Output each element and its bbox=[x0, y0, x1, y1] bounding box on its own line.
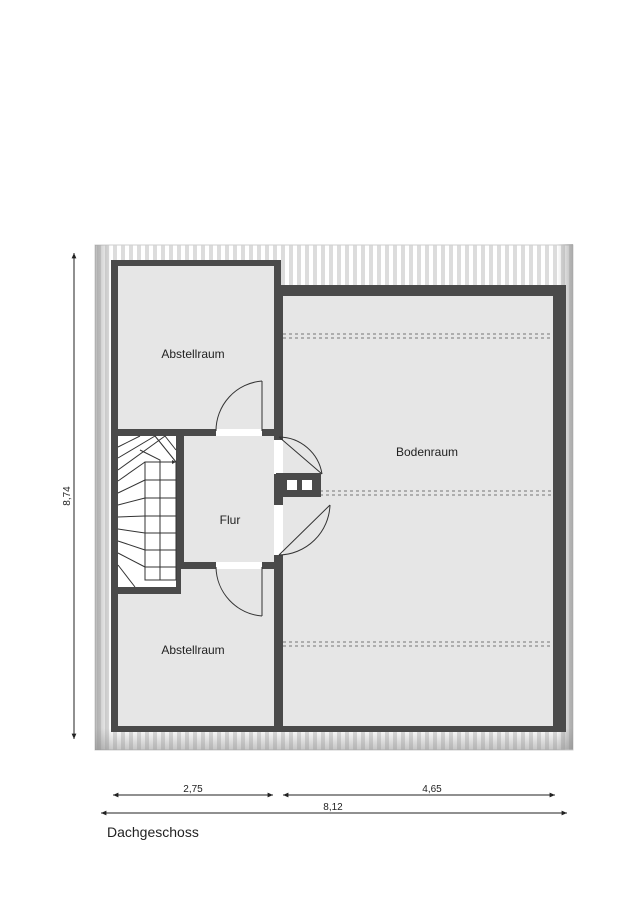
dimension-width-left-label: 2,75 bbox=[183, 784, 203, 795]
dimension-width-total: 8,12 bbox=[101, 802, 567, 816]
dimension-width-total-label: 8,12 bbox=[323, 802, 343, 813]
label-storage-bottom: Abstellraum bbox=[161, 643, 224, 657]
staircase bbox=[111, 429, 184, 594]
dimension-height: 8,74 bbox=[62, 252, 77, 739]
label-hall: Flur bbox=[220, 513, 241, 527]
door-bottom bbox=[215, 566, 263, 617]
dimension-width-right: 4,65 bbox=[283, 784, 555, 798]
floor-title: Dachgeschoss bbox=[107, 824, 199, 840]
door-openings bbox=[216, 429, 283, 569]
storage-room-top bbox=[111, 260, 281, 435]
door-right-lower bbox=[278, 504, 331, 556]
dimension-width-left: 2,75 bbox=[113, 784, 273, 798]
dimension-width-right-label: 4,65 bbox=[422, 784, 442, 795]
label-storage-top: Abstellraum bbox=[161, 347, 224, 361]
door-right-upper bbox=[278, 436, 323, 475]
attic-room bbox=[276, 285, 566, 732]
door-top bbox=[215, 380, 263, 432]
chimney bbox=[276, 473, 321, 497]
label-attic: Bodenraum bbox=[396, 445, 458, 459]
dimension-height-label: 8,74 bbox=[62, 486, 73, 506]
